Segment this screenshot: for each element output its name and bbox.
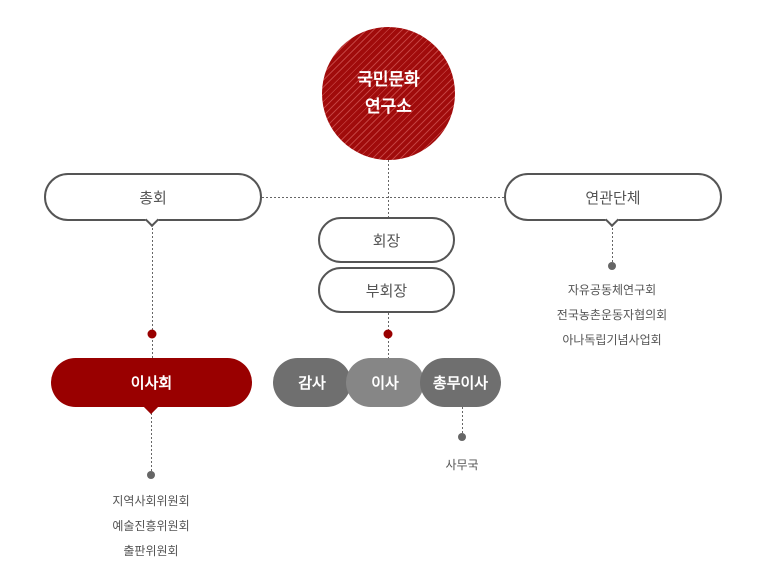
dot-gray-affiliated xyxy=(608,262,616,270)
director-node: 이사 xyxy=(346,358,424,407)
auditor-node: 감사 xyxy=(273,358,351,407)
list-item: 아나독립기념사업회 xyxy=(562,333,662,347)
board-label: 이사회 xyxy=(130,374,173,392)
general-director-label: 총무이사 xyxy=(432,374,489,392)
list-item: 출판위원회 xyxy=(123,544,179,558)
vice-chairman-label: 부회장 xyxy=(365,281,408,300)
dot-red-board xyxy=(147,329,157,339)
affiliated-groups-label: 연관단체 xyxy=(585,188,641,207)
vice-chairman-node: 부회장 xyxy=(318,267,455,313)
dot-red-vice xyxy=(383,329,393,339)
auditor-label: 감사 xyxy=(298,374,326,392)
secretariat-label: 사무국 xyxy=(445,458,479,472)
root-node: 국민문화 연구소 xyxy=(322,27,455,160)
dot-gray-secretariat xyxy=(458,433,466,441)
list-item: 전국농촌운동자협의회 xyxy=(556,308,668,322)
director-label: 이사 xyxy=(371,374,399,392)
general-assembly-label: 총회 xyxy=(139,188,167,207)
general-assembly-node: 총회 xyxy=(44,173,262,221)
list-item: 예술진흥위원회 xyxy=(112,519,190,533)
chairman-node: 회장 xyxy=(318,217,455,263)
chairman-label: 회장 xyxy=(372,231,401,250)
root-title-line1: 국민문화 xyxy=(357,69,420,90)
committee-list: 지역사회위원회 예술진흥위원회 출판위원회 xyxy=(71,489,231,564)
list-item: 지역사회위원회 xyxy=(112,494,190,508)
dot-gray-committees xyxy=(147,471,155,479)
root-title-line2: 연구소 xyxy=(365,96,412,117)
affiliated-groups-node: 연관단체 xyxy=(504,173,722,221)
affiliated-groups-list: 자유공동체연구회 전국농촌운동자협의회 아나독립기념사업회 xyxy=(532,278,692,353)
general-director-node: 총무이사 xyxy=(420,358,501,407)
board-node: 이사회 xyxy=(51,358,252,407)
list-item: 자유공동체연구회 xyxy=(567,283,657,297)
